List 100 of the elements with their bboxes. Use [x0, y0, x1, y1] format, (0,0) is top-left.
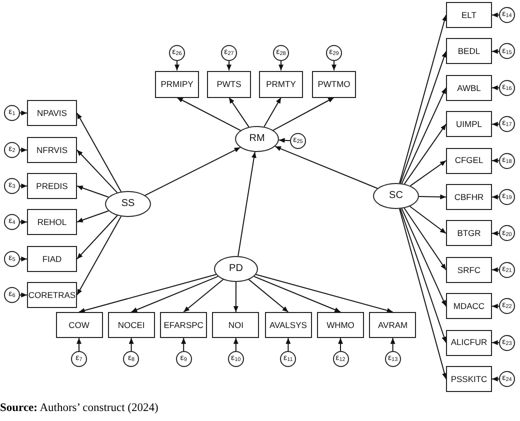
error-term-circle — [499, 334, 515, 351]
indicator-box — [446, 256, 492, 283]
path-arrow — [183, 279, 224, 312]
indicator-label: AVRAM — [378, 320, 408, 330]
path-arrow — [226, 60, 232, 71]
path-arrow — [264, 97, 282, 128]
indicator-box — [369, 312, 416, 338]
error-term-circle — [4, 251, 20, 267]
error-term-circle — [499, 225, 515, 242]
path-arrow — [400, 208, 446, 344]
source-caption: Source: Authors’ construct (2024) — [0, 402, 158, 414]
path-arrow — [338, 338, 343, 352]
path-arrow — [409, 206, 446, 234]
error-term-label: ε$_{27}$ — [224, 48, 234, 58]
path-arrow — [278, 138, 290, 143]
error-term-circle — [71, 351, 87, 367]
error-term-circle — [499, 371, 515, 387]
indicator-label: PRMTY — [266, 80, 296, 88]
error-term-label: ε$_{24}$ — [502, 374, 512, 384]
error-term-circle — [384, 351, 401, 367]
error-term-circle — [4, 287, 20, 303]
error-term-circle — [499, 152, 515, 169]
path-arrow — [286, 338, 291, 352]
path-arrow — [410, 160, 446, 186]
indicator-box — [446, 74, 492, 101]
indicator-label: NPAVIS — [37, 108, 67, 118]
indicator-label: PSSKITC — [450, 374, 488, 384]
error-term-circle — [499, 116, 515, 132]
path-arrow — [128, 338, 134, 352]
path-arrow — [181, 338, 186, 352]
indicator-box — [259, 70, 303, 98]
path-arrow — [238, 151, 256, 257]
error-term-circle — [176, 351, 192, 367]
error-term-label: ε$_{1}$ — [8, 108, 16, 118]
error-term-circle — [499, 262, 515, 278]
path-arrow — [78, 274, 217, 313]
error-term-circle — [4, 142, 20, 158]
path-arrow — [492, 12, 500, 18]
error-term-label: ε$_{4}$ — [8, 217, 16, 227]
error-term-label: ε$_{18}$ — [502, 156, 512, 166]
error-term-label: ε$_{10}$ — [231, 354, 241, 364]
indicator-box — [27, 209, 77, 235]
indicator-box — [312, 70, 356, 98]
path-arrow — [228, 97, 250, 128]
path-arrow — [255, 274, 394, 313]
path-arrow — [492, 267, 500, 272]
error-term-circle — [499, 80, 515, 96]
latent-variable-ellipse — [105, 191, 151, 217]
path-arrow — [76, 338, 82, 352]
error-term-circle — [123, 351, 140, 367]
indicator-label: AVALSYS — [269, 320, 307, 330]
path-arrow — [390, 338, 396, 352]
indicator-label: COW — [68, 320, 90, 330]
path-arrow — [399, 208, 447, 380]
indicator-box — [207, 70, 251, 98]
indicator-label: CFGEL — [454, 156, 484, 165]
indicator-box — [446, 111, 492, 138]
indicator-box — [446, 2, 492, 28]
error-term-label: ε$_{25}$ — [293, 136, 303, 146]
error-term-label: ε$_{22}$ — [502, 301, 512, 311]
error-term-label: ε$_{16}$ — [502, 83, 512, 93]
path-arrow — [176, 97, 241, 131]
error-term-label: ε$_{13}$ — [388, 354, 398, 364]
error-term-label: ε$_{17}$ — [502, 119, 512, 129]
indicator-box — [446, 366, 492, 392]
path-arrow — [492, 85, 500, 90]
error-term-label: ε$_{14}$ — [502, 10, 512, 20]
latent-variable-ellipse — [235, 126, 279, 152]
indicator-label: BTGR — [457, 229, 481, 238]
indicator-label: REHOL — [37, 218, 67, 226]
error-term-label: ε$_{21}$ — [502, 265, 512, 275]
error-term-label: ε$_{9}$ — [180, 354, 187, 364]
path-arrow — [399, 14, 447, 184]
error-term-circle — [228, 351, 244, 367]
error-term-label: ε$_{7}$ — [76, 354, 82, 364]
indicator-label: ELT — [462, 10, 476, 20]
path-arrow — [418, 194, 446, 200]
path-arrow — [76, 210, 109, 222]
indicator-label: FIAD — [42, 254, 62, 264]
path-arrow — [20, 110, 28, 116]
path-arrow — [233, 338, 238, 352]
indicator-box — [160, 312, 208, 338]
path-arrow — [492, 230, 500, 236]
indicator-box — [446, 220, 492, 246]
indicator-label: AWBL — [457, 84, 481, 92]
indicator-label: WHMO — [326, 320, 354, 330]
indicator-label: PWTS — [216, 80, 242, 88]
indicator-box — [446, 293, 492, 320]
indicator-box — [56, 312, 102, 338]
error-term-label: ε$_{26}$ — [172, 48, 182, 58]
latent-variable-ellipse — [214, 256, 258, 282]
path-arrow — [404, 124, 446, 184]
error-term-circle — [326, 45, 342, 61]
error-term-label: ε$_{8}$ — [128, 354, 135, 364]
path-arrow — [254, 276, 341, 312]
path-arrow — [404, 208, 446, 270]
error-term-circle — [332, 351, 348, 367]
indicator-label: PREDIS — [36, 182, 68, 190]
error-term-circle — [499, 189, 515, 205]
indicator-box — [446, 148, 492, 174]
